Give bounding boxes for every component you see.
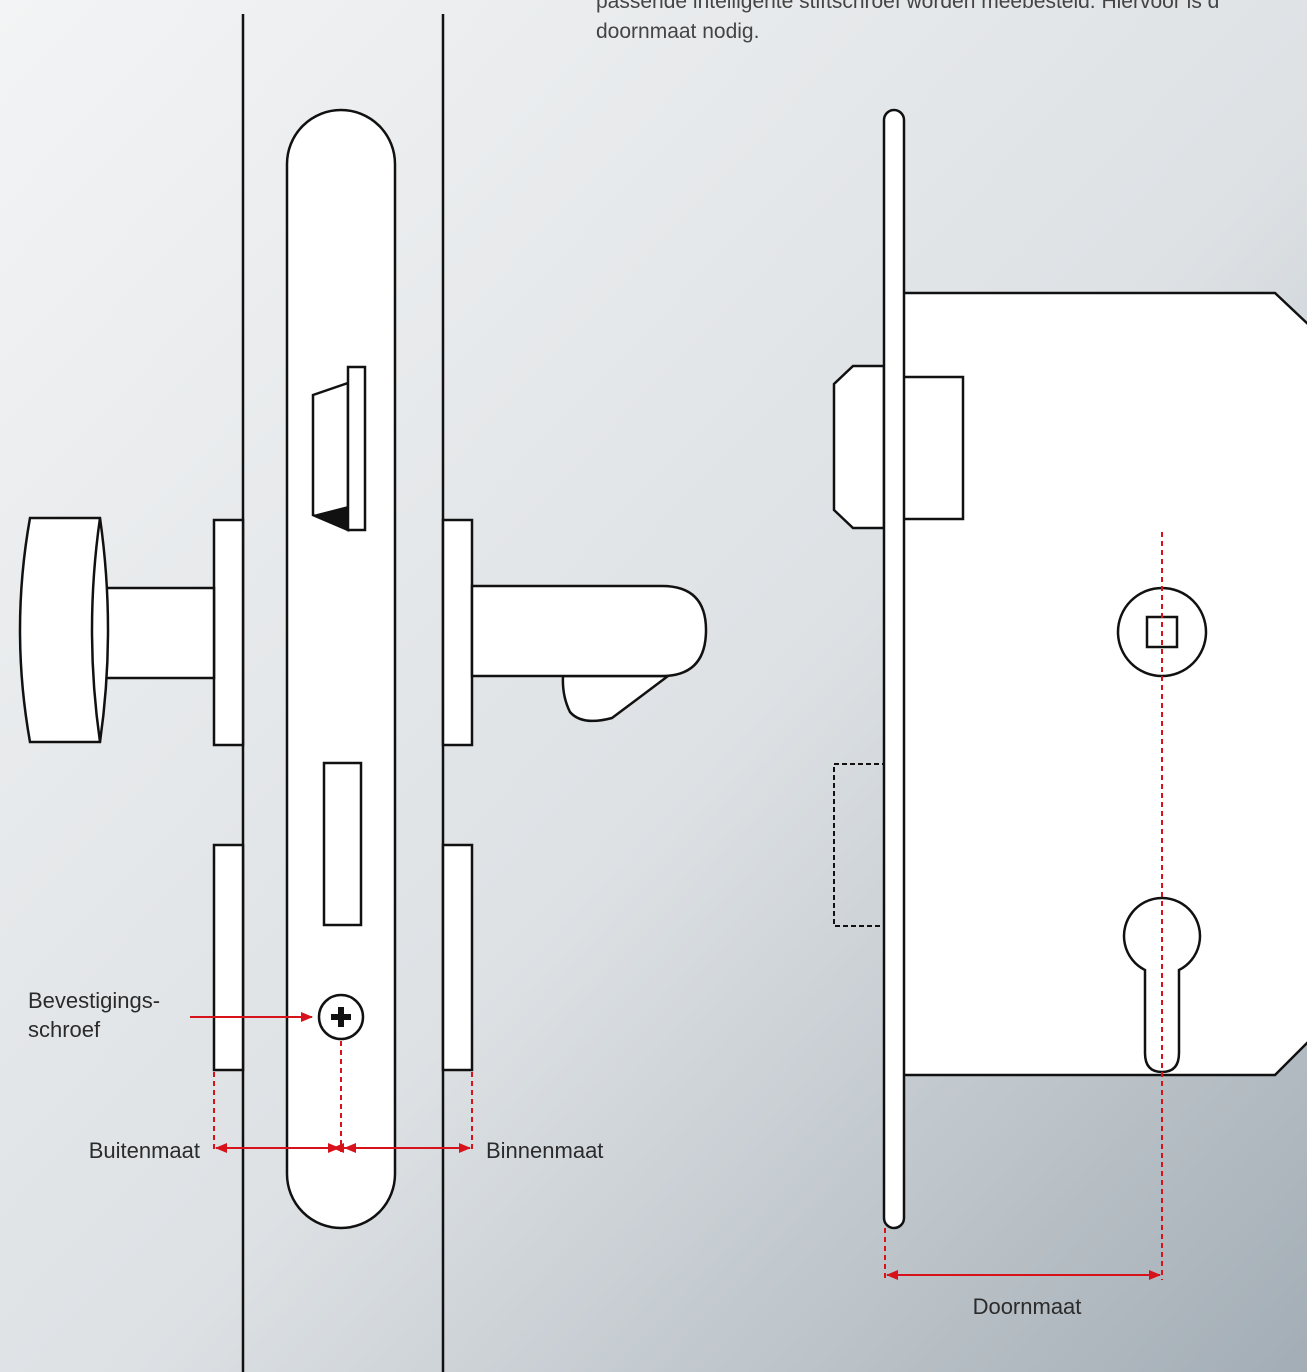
inside-measure-label: Binnenmaat <box>486 1138 603 1163</box>
side-forend-bar <box>882 108 906 1230</box>
door-edge-view: Bevestigings- schroef Buitenmaat Binnenm… <box>18 14 708 1372</box>
outer-cylinder-plate <box>212 843 245 1072</box>
lock-forend-faceplate <box>285 108 397 1230</box>
side-bolt-block <box>900 375 965 521</box>
inner-cylinder-plate <box>441 843 474 1072</box>
side-latch-bolt <box>832 364 886 530</box>
outside-measure-label: Buitenmaat <box>89 1138 200 1163</box>
outer-handle-rose <box>212 518 245 747</box>
intro-text-line-2: doornmaat nodig. <box>596 20 759 43</box>
fixing-screw-icon <box>317 993 365 1041</box>
backset-dimension-lines <box>884 532 1163 1280</box>
deadbolt-slot <box>322 761 363 927</box>
fixing-screw-label-line-1: Bevestigings- <box>28 988 160 1013</box>
inner-handle-rose <box>441 518 474 747</box>
inner-lever-handle <box>470 584 708 723</box>
intro-text-line-1: passende intelligente stiftschroef worde… <box>596 0 1219 13</box>
latch-bolt <box>311 365 367 532</box>
outer-knob <box>18 516 216 744</box>
left-dimension-lines <box>190 1012 473 1153</box>
lock-side-view: Doornmaat <box>832 108 1307 1319</box>
backset-label: Doornmaat <box>973 1294 1082 1319</box>
fixing-screw-label-line-2: schroef <box>28 1017 101 1042</box>
